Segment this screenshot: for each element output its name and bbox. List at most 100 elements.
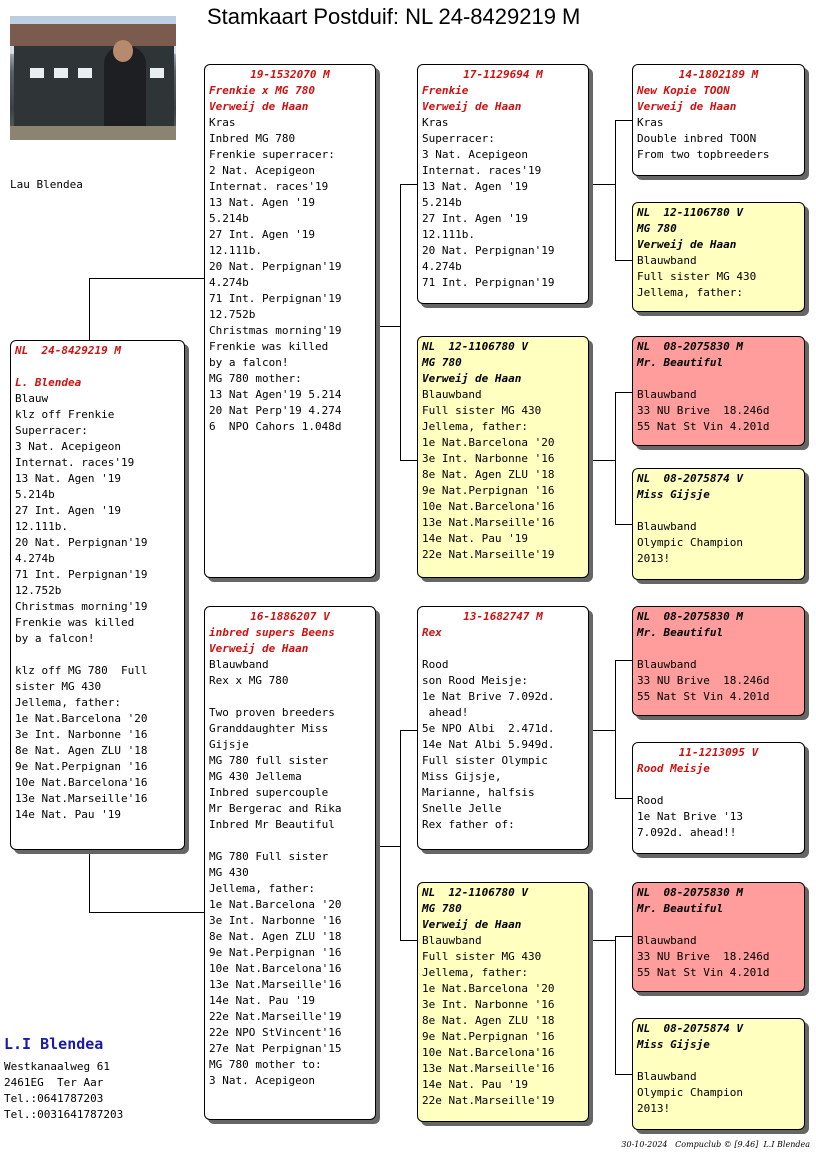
pedigree-line xyxy=(637,641,800,657)
pedigree-line: Kras xyxy=(422,116,449,129)
pedigree-line: 9e Nat.Perpignan '16 xyxy=(422,1030,555,1043)
pedigree-line: 1e Nat.Barcelona '20 xyxy=(422,436,555,449)
pedigree-line: Blauwband xyxy=(637,1070,697,1083)
pedigree-line xyxy=(637,777,800,793)
pedigree-line: 14e Nat Albi 5.949d. xyxy=(422,738,555,751)
pedigree-line: 8e Nat. Agen ZLU '18 xyxy=(15,744,148,757)
pedigree-line: Mr Bergerac and Rika xyxy=(209,802,342,815)
pedigree-line: Blauwband xyxy=(637,254,697,267)
pedigree-line: son Rood Meisje: xyxy=(422,674,528,687)
pedigree-line: Double inbred TOON xyxy=(637,132,757,145)
footer-phone-2: Tel.:0031641787203 xyxy=(4,1108,124,1121)
footer-city: 2461EG Ter Aar xyxy=(4,1076,104,1089)
pedigree-line: MG 430 xyxy=(209,866,249,879)
pedigree-line: 3e Int. Narbonne '16 xyxy=(209,914,342,927)
ring-number: 17-1129694 M xyxy=(463,68,543,81)
pedigree-line: 13e Nat.Marseille'16 xyxy=(422,1062,555,1075)
pedigree-line: MG 780 Full sister xyxy=(209,850,329,863)
pedigree-line: Olympic Champion xyxy=(637,1086,743,1099)
pigeon-name: Frenkie xyxy=(422,84,469,97)
pedigree-line: 71 Int. Perpignan'19 xyxy=(209,292,342,305)
pedigree-line: 3 Nat. Acepigeon xyxy=(422,148,528,161)
breeder-name xyxy=(422,641,584,657)
pedigree-line: Granddaughter Miss xyxy=(209,722,329,735)
pigeon-name: Mr. Beautiful xyxy=(637,626,724,639)
pedigree-line: Christmas morning'19 xyxy=(209,324,342,337)
pedigree-line: Jellema, father: xyxy=(15,696,121,709)
breeder-name: Verweij de Haan xyxy=(422,918,522,931)
pedigree-line: klz off MG 780 Full xyxy=(15,664,148,677)
pedigree-line: ahead! xyxy=(422,706,469,719)
pigeon-name: inbred supers Beens xyxy=(209,626,335,639)
pedigree-line xyxy=(637,917,800,933)
pedigree-line: 27 Int. Agen '19 xyxy=(209,228,315,241)
breeder-name: Verweij de Haan xyxy=(422,372,522,385)
pigeon-name: Mr. Beautiful xyxy=(637,356,724,369)
pedigree-line: 12.111b. xyxy=(209,244,262,257)
pedigree-line: 55 Nat St Vin 4.201d xyxy=(637,690,770,703)
pedigree-line: Blauwband xyxy=(422,388,482,401)
pedigree-line: 4.274b xyxy=(209,276,249,289)
pedigree-line: MG 430 Jellema xyxy=(209,770,302,783)
pedigree-line: Frenkie superracer: xyxy=(209,148,335,161)
print-stamp: 30-10-2024 Compuclub © [9.46] L.I Blende… xyxy=(621,1140,810,1149)
pedigree-line: Two proven breeders xyxy=(209,706,335,719)
pedigree-line: 13e Nat.Marseille'16 xyxy=(209,978,342,991)
pedigree-line: 2013! xyxy=(637,1102,671,1115)
pedigree-line xyxy=(637,1053,800,1069)
pedigree-line: 8e Nat. Agen ZLU '18 xyxy=(209,930,342,943)
pedigree-line: 3 Nat. Acepigeon xyxy=(209,1074,315,1087)
pedigree-line: 27 Int. Agen '19 xyxy=(422,212,528,225)
pedigree-line: 22e NPO StVincent'16 xyxy=(209,1026,342,1039)
pedigree-line: Inbred Mr Beautiful xyxy=(209,818,335,831)
page-title: Stamkaart Postduif: NL 24-8429219 M xyxy=(207,4,581,29)
pedigree-line xyxy=(15,647,180,663)
pedigree-line: 12.111b. xyxy=(15,520,68,533)
pedigree-line: Inbred MG 780 xyxy=(209,132,296,145)
pigeon-name: Rex xyxy=(422,626,442,639)
pedigree-line: Gijsje xyxy=(209,738,249,751)
pedigree-line: by a falcon! xyxy=(15,632,95,645)
pedigree-line: Blauwband xyxy=(637,934,697,947)
breeder-name: Verweij de Haan xyxy=(422,100,522,113)
pedigree-line: Christmas morning'19 xyxy=(15,600,148,613)
pedigree-line: 71 Int. Perpignan'19 xyxy=(15,568,148,581)
pedigree-line: 3e Int. Narbonne '16 xyxy=(422,452,555,465)
pedigree-line: Frenkie was killed xyxy=(209,340,329,353)
pigeon-name: MG 780 xyxy=(422,356,462,369)
pigeon-name: Rood Meisje xyxy=(637,762,710,775)
pedigree-line: 10e Nat.Barcelona'16 xyxy=(15,776,148,789)
pigeon-name: MG 780 xyxy=(422,902,462,915)
footer-phone-1: Tel.:0641787203 xyxy=(4,1092,104,1105)
pedigree-line: 5.214b xyxy=(15,488,55,501)
pedigree-line: 3 Nat. Acepigeon xyxy=(15,440,121,453)
pedigree-line: 8e Nat. Agen ZLU '18 xyxy=(422,1014,555,1027)
pedigree-line: Full sister Olympic xyxy=(422,754,548,767)
pedigree-line: 13 Nat. Agen '19 xyxy=(15,472,121,485)
ring-number: NL 08-2075874 V xyxy=(637,472,743,485)
footer-address: Westkanaalweg 61 xyxy=(4,1060,110,1073)
pedigree-line: Full sister MG 430 xyxy=(637,270,757,283)
pedigree-line: Internat. races'19 xyxy=(422,164,542,177)
pedigree-line: 22e Nat.Marseille'19 xyxy=(209,1010,342,1023)
pedigree-line: 14e Nat. Pau '19 xyxy=(422,1078,528,1091)
pedigree-line: 22e Nat.Marseille'19 xyxy=(422,1094,555,1107)
pedigree-line: 20 Nat. Perpignan'19 xyxy=(209,260,342,273)
pedigree-line: 20 Nat. Perpignan'19 xyxy=(422,244,555,257)
pedigree-line: 20 Nat Perp'19 4.274 xyxy=(209,404,342,417)
